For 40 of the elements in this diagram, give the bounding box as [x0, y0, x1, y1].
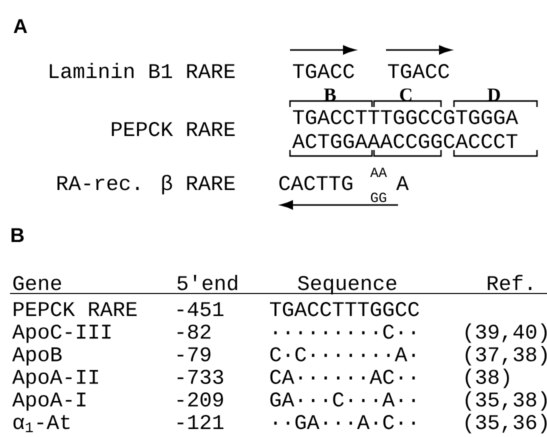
row-label: PEPCK RARE: [112, 122, 235, 136]
row-label: RA-rec. β RARE: [58, 174, 235, 194]
sequence-text: TGACCTTTGGCCGTGGGA: [292, 110, 518, 124]
sequence-text: ACTGGAAACCGGCACCCT: [292, 134, 518, 148]
sequence-text: A: [396, 176, 409, 190]
sequence-text: TGACC: [388, 64, 450, 78]
table-cell: (35,36): [466, 414, 547, 434]
table-cell: C·C·······A·: [270, 347, 415, 362]
column-header: Sequence: [298, 276, 396, 294]
row-label: Laminin B1 RARE: [50, 62, 235, 78]
column-header: 5'end: [178, 274, 238, 290]
table-cell: α$_{1}$-At: [14, 415, 70, 432]
table-cell: ·········C··: [274, 324, 415, 339]
table-cell: -79: [178, 347, 210, 362]
table-cell: GA···C···A··: [270, 392, 415, 407]
table-cell: CA······AC··: [270, 370, 415, 384]
panel-label: B: [12, 228, 24, 242]
table-cell: TGACCTTTGGCC: [270, 302, 419, 316]
table-cell: ApoB: [12, 347, 62, 366]
table-cell: -451: [178, 302, 224, 316]
table-cell: ··GA···A·C··: [274, 415, 415, 430]
sequence-text: CACTTG: [279, 176, 352, 190]
table-cell: (37,38): [466, 346, 547, 366]
table-cell: ApoA-I: [12, 392, 86, 411]
table-cell: (38): [466, 368, 509, 388]
table-cell: (39,40): [466, 323, 547, 343]
column-header: Ref.: [488, 274, 532, 290]
table-cell: -82: [178, 324, 210, 339]
table-cell: (35,38): [466, 391, 547, 411]
sequence-text: GG: [370, 192, 386, 202]
table-cell: -209: [178, 392, 223, 407]
column-header: Gene: [13, 276, 62, 290]
table-cell: ApoC-III: [12, 324, 111, 343]
table-cell: -733: [178, 370, 224, 384]
table-cell: PEPCK RARE: [14, 302, 137, 316]
table-cell: -121: [178, 415, 224, 429]
sequence-text: TGACC: [292, 64, 354, 78]
panel-label: A: [14, 19, 28, 33]
table-cell: ApoA-II: [12, 370, 98, 388]
sequence-text: AA: [370, 168, 387, 177]
